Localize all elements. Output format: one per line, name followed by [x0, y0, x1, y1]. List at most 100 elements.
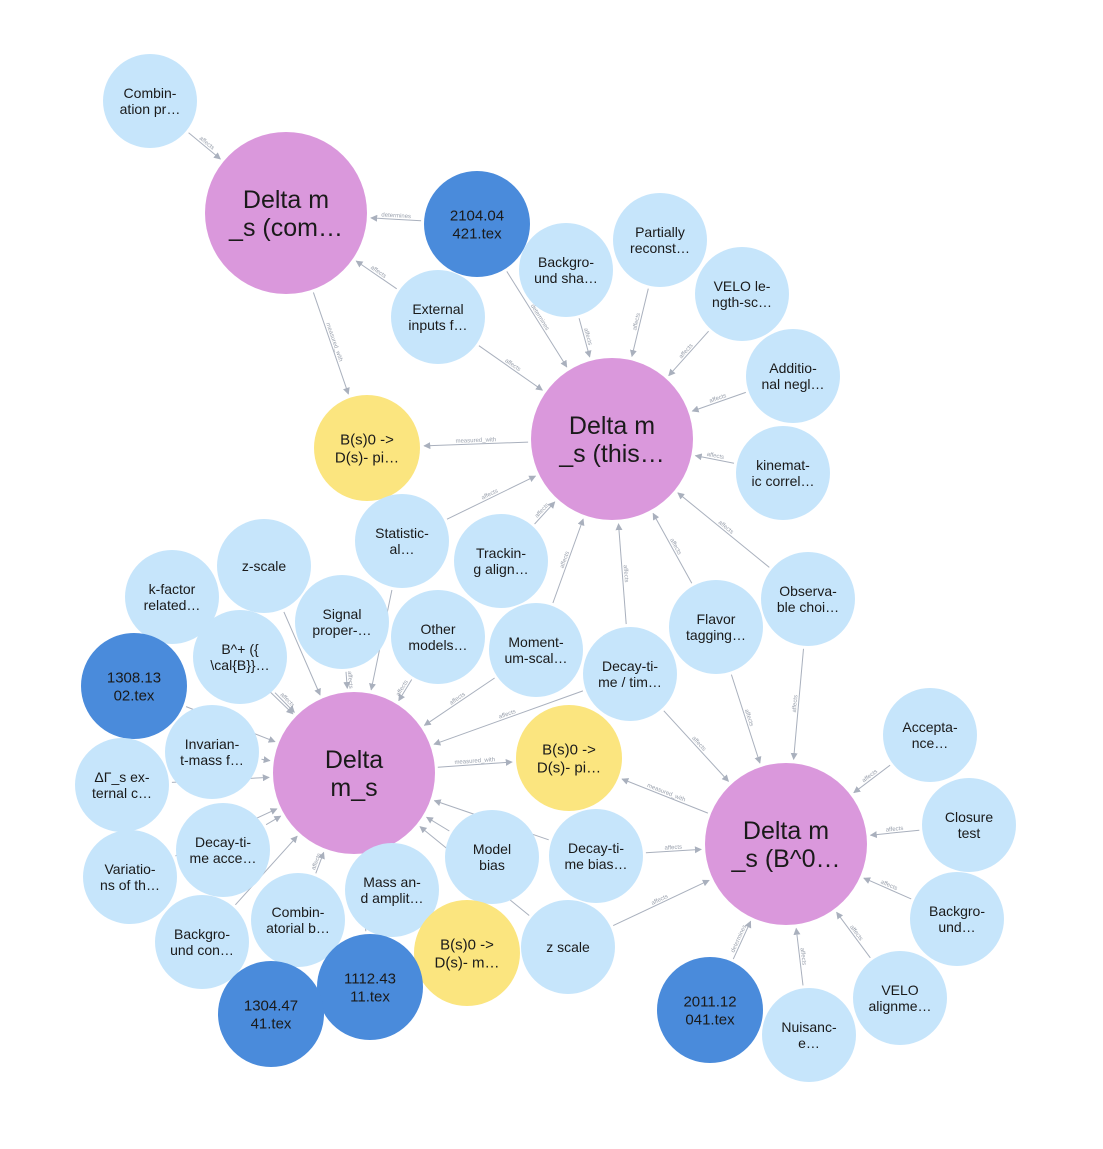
node-background-con[interactable]: Backgro-und con…: [155, 895, 249, 989]
concept-node-circle[interactable]: [391, 590, 485, 684]
edge-statistical-to-dms-this: affects: [446, 475, 537, 520]
node-combination-pr[interactable]: Combin-ation pr…: [103, 54, 197, 148]
node-statistical[interactable]: Statistic-al…: [355, 494, 449, 588]
concept-node-circle[interactable]: [125, 550, 219, 644]
node-z-scale-top[interactable]: z-scale: [217, 519, 311, 613]
node-additional-negl[interactable]: Additio-nal negl…: [746, 329, 840, 423]
node-nuisance[interactable]: Nuisanc-e…: [762, 988, 856, 1082]
node-combinatorial-b[interactable]: Combin-atorial b…: [251, 873, 345, 967]
node-k-factor[interactable]: k-factorrelated…: [125, 550, 219, 644]
decay-node-circle[interactable]: [516, 705, 622, 811]
concept-node-circle[interactable]: [853, 951, 947, 1045]
decay-node-circle[interactable]: [314, 395, 420, 501]
node-kinematic-correl[interactable]: kinemat-ic correl…: [736, 426, 830, 520]
node-bs-dsm[interactable]: B(s)0 ->D(s)- m…: [414, 900, 520, 1006]
concept-node-circle[interactable]: [521, 900, 615, 994]
concept-node-circle[interactable]: [922, 778, 1016, 872]
concept-node-circle[interactable]: [165, 705, 259, 799]
concept-node-circle[interactable]: [549, 809, 643, 903]
node-label-line: test: [958, 825, 981, 841]
node-background-und[interactable]: Backgro-und…: [910, 872, 1004, 966]
concept-node-circle[interactable]: [762, 988, 856, 1082]
decay-node-circle[interactable]: [414, 900, 520, 1006]
concept-node-circle[interactable]: [251, 873, 345, 967]
node-mass-amplit[interactable]: Mass an-d amplit…: [345, 843, 439, 937]
node-flavor-tagging[interactable]: Flavortagging…: [669, 580, 763, 674]
paper-node-circle[interactable]: [657, 957, 763, 1063]
node-signal-proper[interactable]: Signalproper-…: [295, 575, 389, 669]
concept-node-circle[interactable]: [193, 610, 287, 704]
node-dms-this[interactable]: Delta m_s (this…: [531, 358, 693, 520]
node-tracking-align[interactable]: Trackin-g align…: [454, 514, 548, 608]
concept-node-circle[interactable]: [295, 575, 389, 669]
node-dms-com[interactable]: Delta m_s (com…: [205, 132, 367, 294]
concept-node-circle[interactable]: [761, 552, 855, 646]
node-acceptance[interactable]: Accepta-nce…: [883, 688, 977, 782]
concept-node-circle[interactable]: [83, 830, 177, 924]
concept-node-circle[interactable]: [736, 426, 830, 520]
edge-external-inputs-to-dms-com: affects: [355, 260, 397, 290]
paper-node-circle[interactable]: [81, 633, 187, 739]
node-decay-time-acc[interactable]: Decay-ti-me acce…: [176, 803, 270, 897]
edge-line: [506, 271, 568, 368]
node-label-line: 41.tex: [251, 1015, 292, 1032]
node-z-scale-bottom[interactable]: z scale: [521, 900, 615, 994]
concept-node-circle[interactable]: [489, 603, 583, 697]
concept-node-circle[interactable]: [103, 54, 197, 148]
measurement-node-circle[interactable]: [205, 132, 367, 294]
concept-node-circle[interactable]: [613, 193, 707, 287]
edge-velo-alignme-to-dms-b0: affects: [836, 911, 871, 959]
node-velo-alignme[interactable]: VELOalignme…: [853, 951, 947, 1045]
concept-node-circle[interactable]: [176, 803, 270, 897]
paper-node-circle[interactable]: [317, 934, 423, 1040]
node-partially-reconst[interactable]: Partiallyreconst…: [613, 193, 707, 287]
concept-node-circle[interactable]: [669, 580, 763, 674]
node-dgamma-ext[interactable]: ΔΓ_s ex-ternal c…: [75, 738, 169, 832]
concept-node-circle[interactable]: [883, 688, 977, 782]
concept-node-circle[interactable]: [345, 843, 439, 937]
node-momentum-scal[interactable]: Moment-um-scal…: [489, 603, 583, 697]
concept-node-circle[interactable]: [583, 627, 677, 721]
node-label-line: Combin-: [272, 904, 325, 920]
concept-node-circle[interactable]: [519, 223, 613, 317]
node-background-shape[interactable]: Backgro-und sha…: [519, 223, 613, 317]
node-label-line: ternal c…: [92, 785, 152, 801]
concept-node-circle[interactable]: [355, 494, 449, 588]
node-velo-length[interactable]: VELO le-ngth-sc…: [695, 247, 789, 341]
node-decay-time-bias[interactable]: Decay-ti-me bias…: [549, 809, 643, 903]
concept-node-circle[interactable]: [454, 514, 548, 608]
node-invariant-mass[interactable]: Invarian-t-mass f…: [165, 705, 259, 799]
node-observable-choi[interactable]: Observa-ble choi…: [761, 552, 855, 646]
concept-node-circle[interactable]: [910, 872, 1004, 966]
concept-node-circle[interactable]: [155, 895, 249, 989]
node-variations[interactable]: Variatio-ns of th…: [83, 830, 177, 924]
measurement-node-circle[interactable]: [531, 358, 693, 520]
node-other-models[interactable]: Othermodels…: [391, 590, 485, 684]
edge-label: affects: [622, 565, 629, 583]
measurement-node-circle[interactable]: [273, 692, 435, 854]
measurement-node-circle[interactable]: [705, 763, 867, 925]
concept-node-circle[interactable]: [217, 519, 311, 613]
concept-node-circle[interactable]: [391, 270, 485, 364]
node-bs-dspi-1[interactable]: B(s)0 ->D(s)- pi…: [314, 395, 420, 501]
node-decay-time-tim[interactable]: Decay-ti-me / tim…: [583, 627, 677, 721]
node-dms-b0[interactable]: Delta m_s (B^0…: [705, 763, 867, 925]
node-bs-dspi-2[interactable]: B(s)0 ->D(s)- pi…: [516, 705, 622, 811]
concept-node-circle[interactable]: [695, 247, 789, 341]
node-bplus-calb[interactable]: B^+ ({\cal{B}}…: [193, 610, 287, 704]
concept-node-circle[interactable]: [75, 738, 169, 832]
concept-node-circle[interactable]: [746, 329, 840, 423]
paper-node-circle[interactable]: [424, 171, 530, 277]
paper-node-circle[interactable]: [218, 961, 324, 1067]
concept-node-circle[interactable]: [445, 810, 539, 904]
